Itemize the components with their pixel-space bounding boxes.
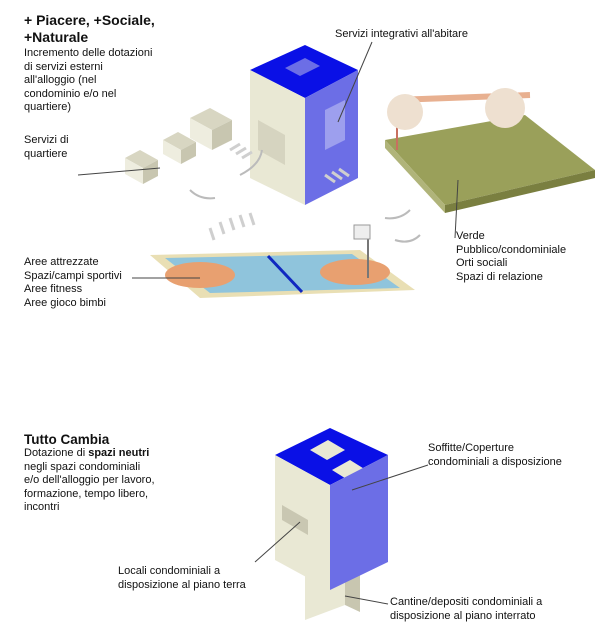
leader-lines bbox=[77, 41, 459, 605]
sports-court bbox=[150, 224, 415, 298]
label-aree: Aree attrezzate Spazi/campi sportivi Are… bbox=[24, 256, 122, 310]
desc-line: all'alloggio (nel bbox=[24, 74, 97, 86]
desc-line: di servizi esterni bbox=[24, 60, 103, 73]
neighbourhood-houses bbox=[125, 108, 232, 184]
label-locali: Locali condominiali a disposizione al pi… bbox=[118, 565, 246, 592]
desc-line: negli spazi condominiali bbox=[24, 460, 141, 473]
desc-prefix: Dotazione di bbox=[24, 447, 89, 459]
label-line: Pubblico/condominiale bbox=[456, 243, 567, 256]
label-line: Aree fitness bbox=[24, 283, 83, 295]
circulation-arrows bbox=[189, 149, 421, 243]
label-line: Cantine/depositi condominiali a bbox=[390, 596, 543, 608]
label-soffitte: Soffitte/Coperture condominiali a dispos… bbox=[428, 442, 562, 469]
label-line: Servizi di bbox=[24, 134, 69, 146]
label-line: Verde bbox=[456, 230, 485, 242]
label-line: Spazi di relazione bbox=[456, 270, 543, 283]
label-line: disposizione al piano terra bbox=[118, 578, 246, 591]
desc-line: incontri bbox=[24, 501, 60, 513]
desc-line: Incremento delle dotazioni bbox=[24, 47, 153, 59]
desc-line: condominio e/o nel bbox=[24, 87, 117, 100]
section1-title-line1: + Piacere, +Sociale, bbox=[24, 12, 155, 28]
label-line: disposizione al piano interrato bbox=[390, 609, 536, 622]
crosswalks bbox=[208, 142, 350, 241]
label-line: condominiali a disposizione bbox=[428, 455, 562, 468]
label-servizi-integrativi: Servizi integrativi all'abitare bbox=[335, 28, 468, 40]
section1-description: Incremento delle dotazioni di servizi es… bbox=[24, 47, 152, 115]
desc-line: quartiere) bbox=[24, 101, 72, 113]
section2-description: Dotazione di spazi neutri negli spazi co… bbox=[24, 447, 174, 515]
label-line: Spazi/campi sportivi bbox=[24, 269, 122, 282]
label-line: Orti sociali bbox=[456, 257, 508, 269]
label-line: quartiere bbox=[24, 147, 68, 160]
label-line: Locali condominiali a bbox=[118, 565, 221, 577]
desc-line: formazione, tempo libero, bbox=[24, 487, 149, 500]
section1-title-line2: +Naturale bbox=[24, 29, 89, 45]
section2-title: Tutto Cambia bbox=[24, 432, 110, 447]
desc-line: Dotazione di spazi neutri bbox=[24, 447, 174, 461]
desc-bold: spazi neutri bbox=[88, 447, 150, 459]
label-cantine: Cantine/depositi condominiali a disposiz… bbox=[390, 596, 542, 623]
building-bottom bbox=[275, 428, 388, 620]
building-top bbox=[250, 45, 358, 205]
green-plaza bbox=[385, 88, 595, 213]
desc-line: e/o dell'alloggio per lavoro, bbox=[24, 474, 155, 486]
label-verde: Verde Pubblico/condominiale Orti sociali… bbox=[456, 230, 566, 284]
label-servizi-quartiere: Servizi di quartiere bbox=[24, 134, 69, 161]
label-line: Soffitte/Coperture bbox=[428, 442, 515, 454]
label-line: Aree gioco bimbi bbox=[24, 296, 106, 309]
label-line: Aree attrezzate bbox=[24, 256, 99, 268]
